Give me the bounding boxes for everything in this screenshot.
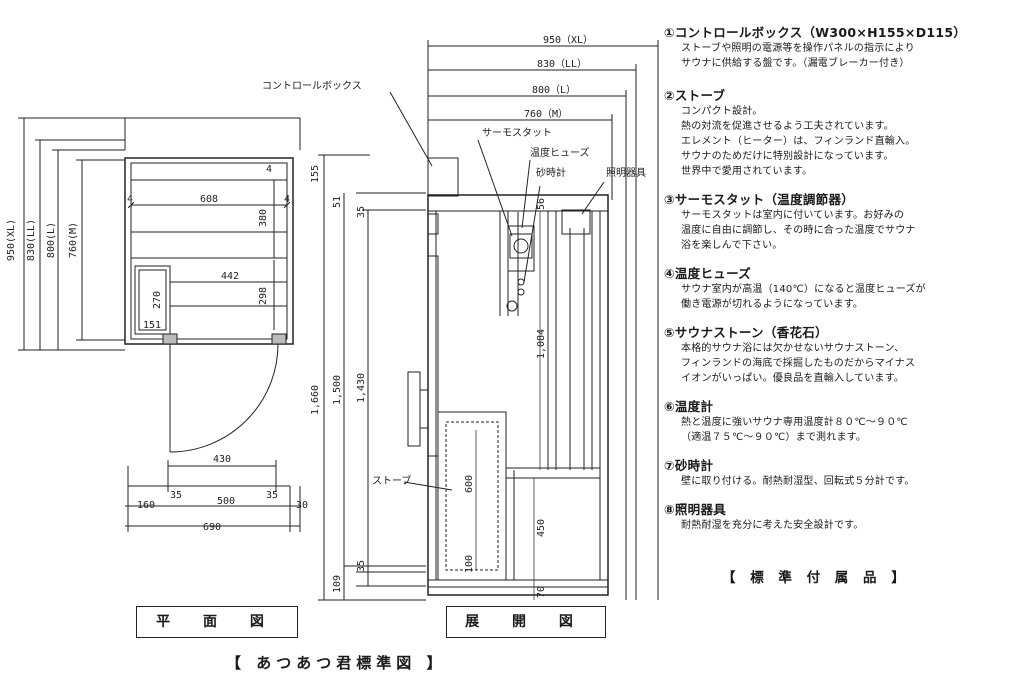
plan-dim-690: 690 [203, 522, 221, 533]
standard-accessories-label: 【 標 準 付 属 品 】 [722, 570, 910, 586]
plan-view [18, 117, 301, 532]
spec-desc: サウナ室内が高温（140℃）になると温度ヒューズが 働き電源が切れるようになって… [681, 284, 926, 310]
plan-dim-500: 500 [217, 496, 235, 507]
plan-dim-151: 151 [143, 320, 161, 331]
spec-title: ⑤サウナストーン（香花石） [664, 325, 828, 340]
plan-dim-270: 270 [152, 291, 163, 309]
spec-title: ③サーモスタット（温度調節器） [664, 192, 855, 207]
elev-dim-70: 70 [536, 586, 547, 598]
plan-dimensions: 950(XL) 830(LL) 800(L) 760(M) 608 4 4 4 … [6, 164, 308, 533]
spec-title: ⑦砂時計 [664, 458, 714, 473]
elev-dim-1430: 1,430 [356, 373, 367, 403]
plan-dim-m: 760(M) [68, 222, 79, 258]
elev-dim-1500: 1,500 [332, 375, 343, 405]
plan-dim-4-top: 4 [266, 164, 272, 175]
plan-dim-380: 380 [258, 209, 269, 227]
spec-title: ②ストーブ [664, 88, 726, 103]
spec-desc: サーモスタットは室内に付いています。お好みの 温度に自由に調節し、その時に合った… [681, 210, 916, 251]
label-fuse: 温度ヒューズ [530, 146, 590, 159]
spec-item-thermometer: ⑥温度計 熱と温度に強いサウナ専用温度計８０℃～９０℃ （適温７５℃～９０℃）ま… [664, 396, 1009, 445]
elevation-caption-box: 展 開 図 [446, 606, 606, 638]
plan-dim-442: 442 [221, 271, 239, 282]
elev-dim-1084: 1,084 [536, 329, 547, 359]
spec-desc: 壁に取り付ける。耐熱耐湿型、回転式５分計です。 [681, 476, 915, 487]
spec-desc: ストーブや照明の電源等を操作パネルの指示により サウナに供給する盤です。（漏電ブ… [681, 43, 915, 69]
plan-dim-35-right: 35 [266, 490, 278, 501]
elev-dim-ll: 830（LL） [537, 58, 587, 70]
plan-dim-4-left: 4 [127, 194, 133, 205]
elevation-annotations: 950（XL） 830（LL） 800（L） 760（M） コントロールボックス… [262, 34, 646, 598]
spec-list: ①コントロールボックス（W300×H155×D115） ストーブや照明の電源等を… [664, 22, 1009, 543]
elev-dim-xl: 950（XL） [543, 34, 593, 46]
plan-dim-xl: 950(XL) [6, 219, 17, 261]
elev-dim-51: 51 [332, 196, 343, 208]
elev-dim-100: 100 [464, 555, 475, 573]
elev-dim-35-bottom: 35 [356, 560, 367, 572]
label-stove: ストーブ [372, 474, 411, 487]
spec-item-thermostat: ③サーモスタット（温度調節器） サーモスタットは室内に付いています。お好みの 温… [664, 189, 1009, 253]
plan-dim-608: 608 [200, 194, 218, 205]
elev-dim-600: 600 [464, 475, 475, 493]
spec-item-light: ⑧照明器具 耐熱耐湿を充分に考えた安全設計です。 [664, 499, 1009, 533]
spec-desc: 耐熱耐湿を充分に考えた安全設計です。 [681, 520, 864, 531]
label-sandglass: 砂時計 [536, 166, 566, 179]
elev-dim-155: 155 [310, 165, 321, 183]
plan-dim-430: 430 [213, 454, 231, 465]
spec-desc: 熱と温度に強いサウナ専用温度計８０℃～９０℃ （適温７５℃～９０℃）まで測れます… [681, 417, 908, 443]
elev-dim-l: 800（L） [532, 84, 576, 96]
spec-title: ⑧照明器具 [664, 502, 727, 517]
footer-title: 【 あつあつ君標準図 】 [226, 654, 447, 672]
spec-title: ④温度ヒューズ [664, 266, 752, 281]
spec-item-sandglass: ⑦砂時計 壁に取り付ける。耐熱耐湿型、回転式５分計です。 [664, 455, 1009, 489]
plan-caption: 平 面 図 [156, 614, 278, 630]
spec-title: ①コントロールボックス（W300×H155×D115） [664, 25, 967, 40]
plan-dim-4-right: 4 [284, 194, 290, 205]
spec-desc: コンパクト設計。 熱の対流を促進させるよう工夫されています。 エレメント（ヒータ… [681, 106, 916, 177]
spec-desc: 本格的サウナ浴には欠かせないサウナストーン、 フィンランドの海底で採掘したものだ… [681, 343, 916, 384]
plan-dim-l: 800(L) [46, 222, 57, 258]
spec-title: ⑥温度計 [664, 399, 714, 414]
elevation-caption: 展 開 図 [465, 614, 587, 630]
elev-dim-56: 56 [536, 198, 547, 210]
spec-item-fuse: ④温度ヒューズ サウナ室内が高温（140℃）になると温度ヒューズが 働き電源が切… [664, 263, 1009, 312]
plan-dim-ll: 830(LL) [26, 219, 37, 261]
spec-item-sauna-stone: ⑤サウナストーン（香花石） 本格的サウナ浴には欠かせないサウナストーン、 フィン… [664, 322, 1009, 386]
plan-dim-298: 298 [258, 287, 269, 305]
elev-dim-m: 760（M） [524, 108, 568, 120]
elev-dim-1660: 1,660 [310, 385, 321, 415]
elev-dim-109: 109 [332, 575, 343, 593]
label-thermostat: サーモスタット [482, 127, 552, 139]
spec-item-control-box: ①コントロールボックス（W300×H155×D115） ストーブや照明の電源等を… [664, 22, 1009, 71]
plan-caption-box: 平 面 図 [136, 606, 298, 638]
label-light: 照明器具 [606, 167, 646, 179]
plan-dim-35-left: 35 [170, 490, 182, 501]
plan-dim-30: 30 [296, 500, 308, 511]
label-control-box: コントロールボックス [262, 80, 362, 92]
spec-item-stove: ②ストーブ コンパクト設計。 熱の対流を促進させるよう工夫されています。 エレメ… [664, 85, 1009, 179]
elev-dim-450: 450 [536, 519, 547, 537]
elev-dim-35-top: 35 [356, 206, 367, 218]
plan-dim-160: 160 [137, 500, 155, 511]
elevation-view [318, 40, 659, 601]
